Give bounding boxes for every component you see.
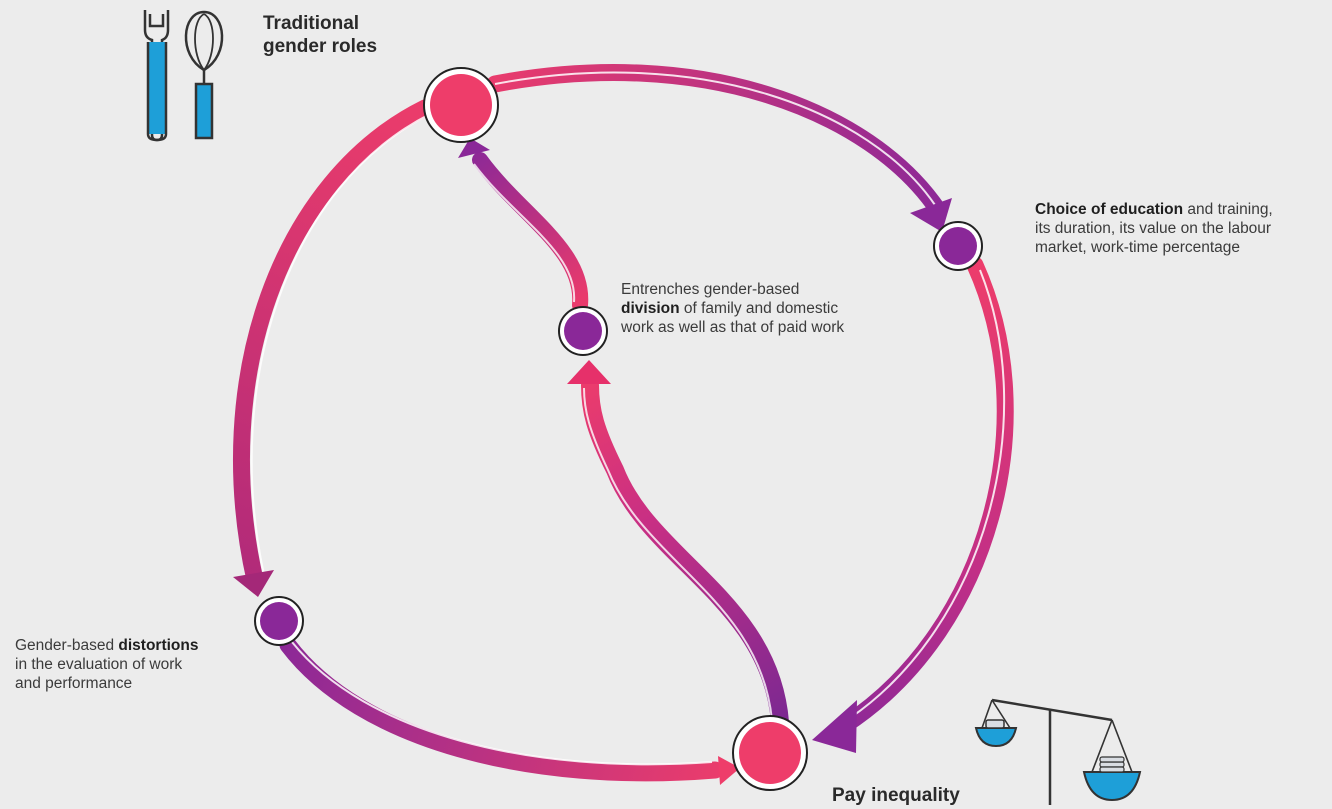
arrowhead-to-division	[567, 360, 611, 384]
arrowhead-to-pay-inequality-bottom	[718, 756, 740, 785]
education-rest1: and training,	[1183, 201, 1273, 218]
division-rest2: of family and domestic	[679, 300, 839, 317]
pay-inequality-title: Pay inequality	[832, 784, 960, 807]
division-label: Entrenches gender-based division of fami…	[621, 280, 844, 337]
traditional-roles-line1: Traditional	[263, 13, 360, 34]
arc-right	[812, 256, 1014, 753]
arrowhead-to-distortions	[233, 570, 274, 597]
whisk-icon	[184, 10, 224, 140]
arc-bottom	[279, 636, 740, 785]
node-distortions	[254, 596, 304, 646]
division-line3: work as well as that of paid work	[621, 319, 845, 336]
arrowhead-to-traditional-roles	[458, 138, 490, 158]
wrench-icon	[143, 10, 170, 142]
distortions-bold: distortions	[118, 637, 199, 654]
inner-arc-to-roles	[458, 138, 589, 313]
education-line2: its duration, its value on the labour	[1035, 220, 1272, 237]
traditional-roles-title: Traditional gender roles	[263, 12, 377, 58]
node-traditional-roles	[423, 67, 499, 143]
division-line1: Entrenches gender-based	[621, 281, 800, 298]
distortions-line3: and performance	[15, 675, 133, 692]
division-bold: division	[621, 300, 680, 317]
traditional-roles-line2: gender roles	[263, 36, 378, 57]
arc-left	[232, 99, 434, 597]
node-pay-inequality	[732, 715, 808, 791]
arrowhead-to-pay-inequality	[812, 700, 857, 753]
inner-arc-upward	[567, 360, 789, 731]
education-label: Choice of education and training, its du…	[1035, 200, 1273, 257]
distortions-label: Gender-based distortions in the evaluati…	[15, 636, 199, 693]
arrowhead-to-education	[910, 198, 952, 232]
education-line3: market, work-time percentage	[1035, 239, 1241, 256]
balance-scale-icon	[974, 698, 1142, 805]
pay-inequality-text: Pay inequality	[832, 785, 960, 806]
distortions-plain: Gender-based	[15, 637, 119, 654]
node-division	[558, 306, 608, 356]
node-education	[933, 221, 983, 271]
arc-top-right	[486, 64, 952, 232]
distortions-line2: in the evaluation of work	[15, 656, 183, 673]
education-bold: Choice of education	[1035, 201, 1184, 218]
